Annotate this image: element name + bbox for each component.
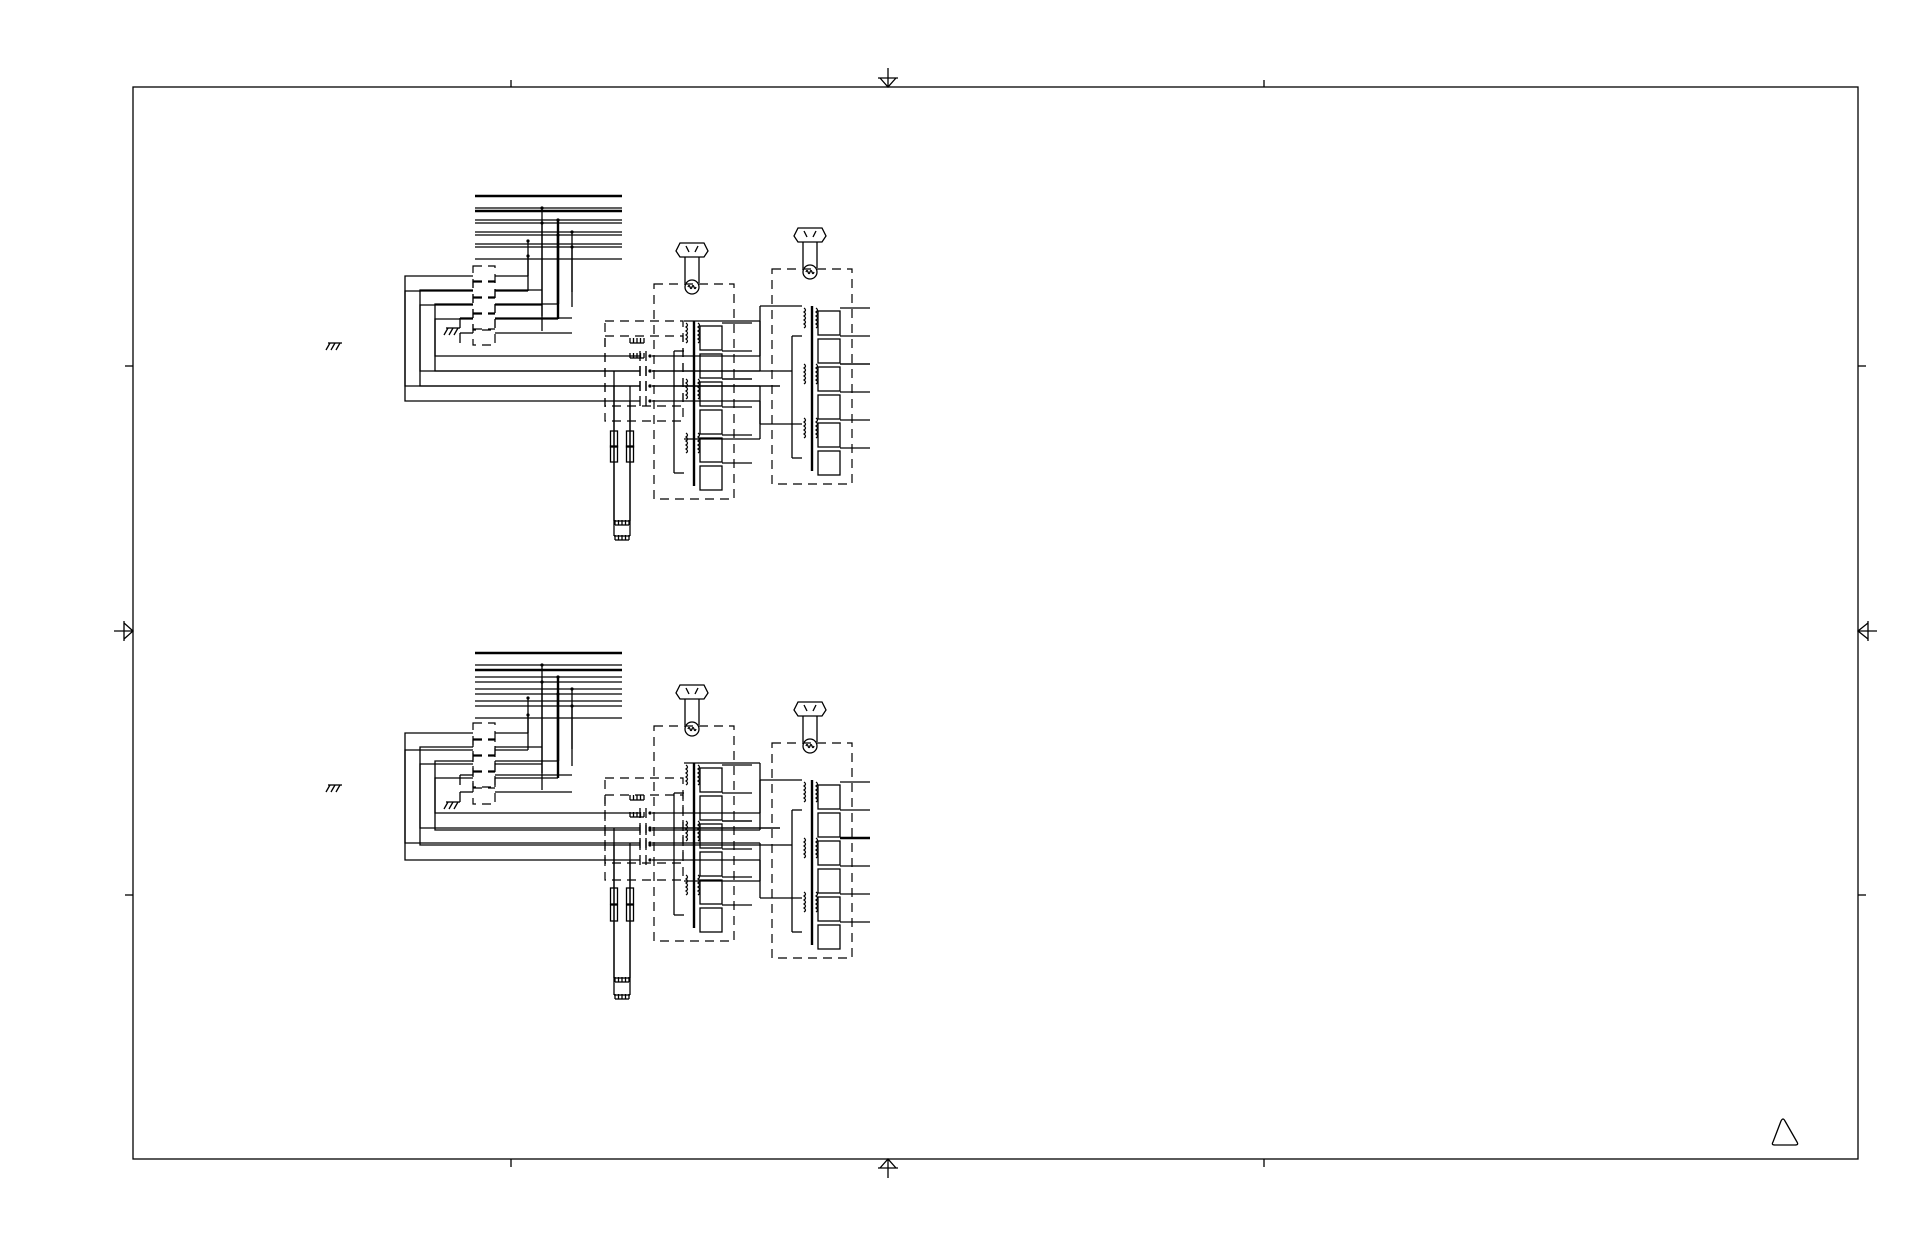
fuse-icon — [625, 445, 635, 463]
transformer-coil-icon — [684, 764, 689, 786]
transformer-coil-icon — [802, 781, 807, 803]
circuit-block-3 — [404, 668, 870, 1000]
centering-arrow-icon — [878, 68, 898, 88]
centering-arrow-icon — [114, 621, 134, 641]
transformer-coil-icon — [814, 891, 819, 913]
centering-arrow-icon — [1856, 621, 1877, 641]
ground-icon — [325, 784, 342, 793]
transformer-coil-icon — [814, 307, 819, 329]
transformer-coil-icon — [684, 432, 689, 454]
circuits-layer — [325, 194, 870, 1000]
transformer-coil-icon — [814, 417, 819, 439]
antenna-icon — [675, 242, 709, 295]
transformer-coil-icon — [684, 874, 689, 896]
capacitor-icon — [639, 366, 652, 376]
transformer-coil-icon — [696, 874, 701, 896]
transformer-coil-icon — [802, 891, 807, 913]
connector-icon — [614, 535, 630, 541]
transformer-coil-icon — [802, 417, 807, 439]
capacitor-icon — [639, 396, 652, 406]
connector-icon — [629, 795, 645, 801]
transformer-coil-icon — [684, 378, 689, 400]
ground-icon — [443, 801, 460, 810]
transformer-coil-icon — [684, 820, 689, 842]
antenna-icon — [793, 227, 827, 280]
capacitor-icon — [639, 381, 652, 391]
connector-icon — [629, 353, 645, 359]
transformer-coil-icon — [696, 820, 701, 842]
fuse-icon — [609, 445, 619, 463]
fuse-icon — [625, 887, 635, 905]
circuit-block-4 — [325, 651, 780, 983]
transformer-coil-icon — [696, 322, 701, 344]
ground-icon — [325, 342, 342, 351]
transformer-coil-icon — [696, 378, 701, 400]
transformer-coil-icon — [684, 322, 689, 344]
circuit-block-1 — [404, 194, 870, 526]
connector-icon — [614, 994, 630, 1000]
transformer-coil-icon — [814, 781, 819, 803]
transformer-coil-icon — [802, 307, 807, 329]
connector-icon — [614, 977, 630, 983]
transformer-coil-icon — [814, 837, 819, 859]
transformer-coil-icon — [802, 837, 807, 859]
transformer-coil-icon — [814, 363, 819, 385]
transformer-coil-icon — [696, 764, 701, 786]
capacitor-icon — [639, 351, 652, 361]
antenna-icon — [675, 684, 709, 737]
drawing-border — [132, 86, 1859, 1160]
transformer-coil-icon — [802, 363, 807, 385]
transformer-coil-icon — [696, 432, 701, 454]
antenna-icon — [793, 701, 827, 754]
centering-arrow-icon — [878, 1158, 898, 1178]
connector-icon — [614, 520, 630, 526]
ground-icon — [443, 327, 460, 336]
zone-ticks — [125, 80, 1866, 1167]
connector-icon — [629, 338, 645, 344]
circuit-block-2 — [325, 209, 780, 541]
fuse-icon — [609, 887, 619, 905]
revision-triangle-icon — [1771, 1118, 1799, 1146]
